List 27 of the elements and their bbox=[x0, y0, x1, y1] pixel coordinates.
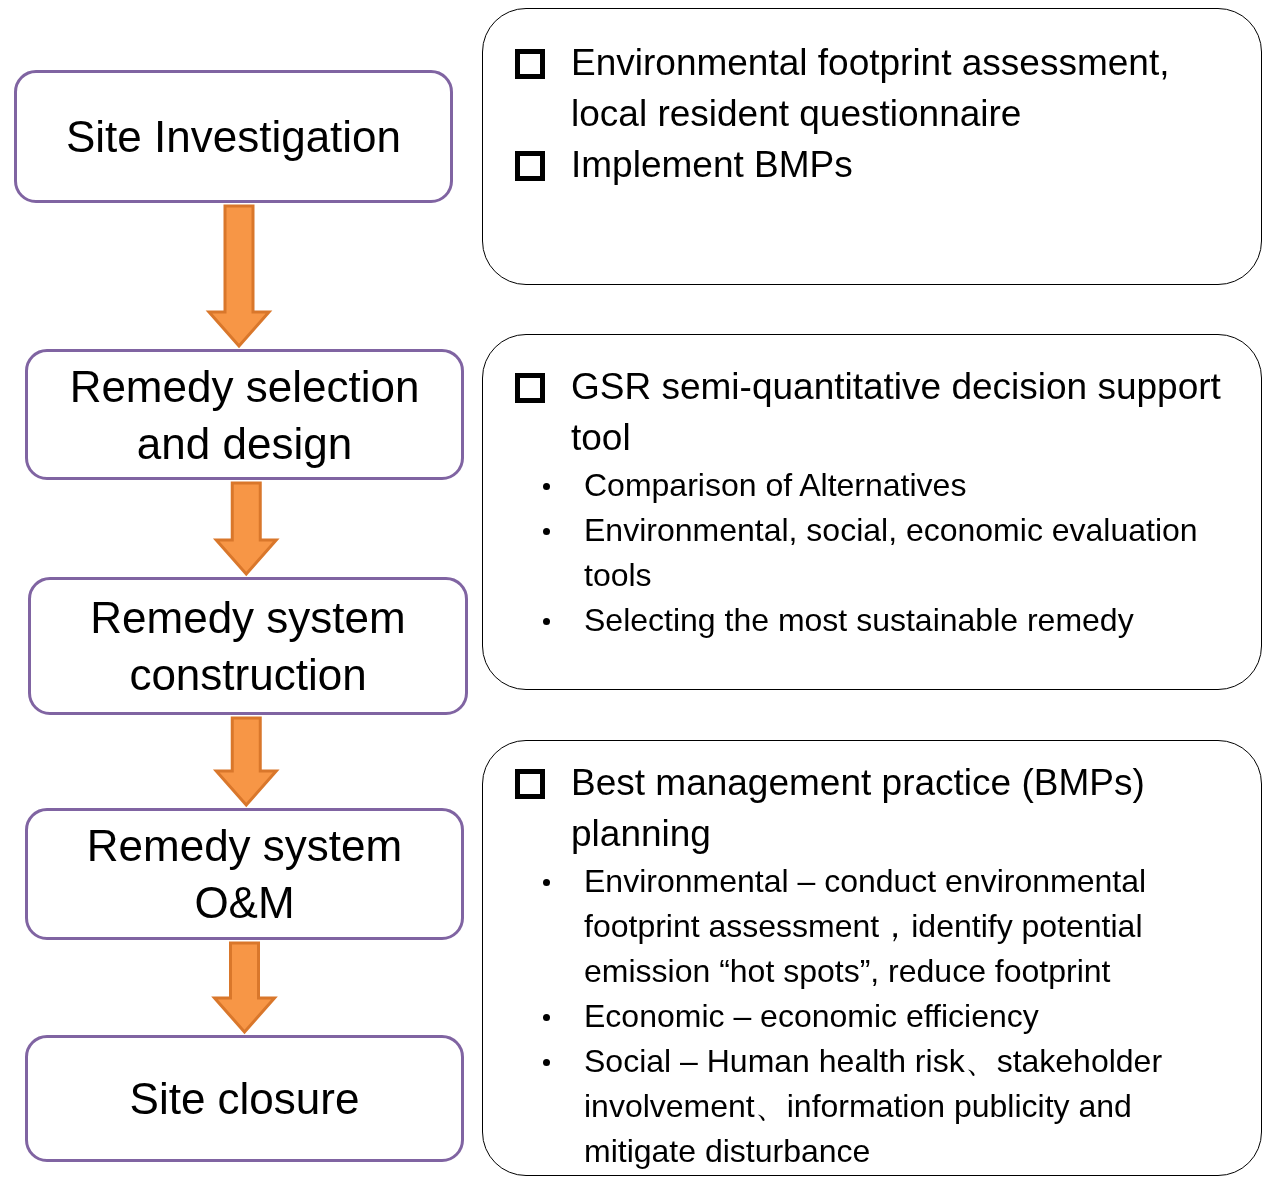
note-box bbox=[482, 8, 1262, 285]
step-label: Remedy selection and design bbox=[68, 360, 421, 470]
process-box bbox=[25, 1035, 464, 1162]
process-box bbox=[25, 808, 464, 940]
bullet-text: Environmental, social, economic evaluation tools bbox=[584, 511, 1199, 595]
process-box bbox=[28, 577, 468, 715]
process-box bbox=[14, 70, 453, 203]
step-label: Remedy system O&M bbox=[85, 820, 404, 929]
note-heading: Implement BMPs bbox=[571, 143, 853, 187]
note-heading: Best management practice (BMPs) planning bbox=[571, 761, 1146, 856]
block-arrow bbox=[211, 941, 278, 1035]
bullet-text: Economic – economic efficiency bbox=[584, 997, 1039, 1036]
bullet-text: Selecting the most sustainable remedy bbox=[584, 601, 1134, 640]
step-label: Remedy system construction bbox=[89, 592, 407, 701]
note-box bbox=[482, 334, 1262, 690]
step-label: Site Investigation bbox=[65, 111, 402, 163]
bullet-text: Social – Human health risk、stakeholder involvement、information publicity and mitigate disturbance bbox=[584, 1042, 1164, 1171]
note-heading: GSR semi-quantitative decision support tool bbox=[571, 365, 1222, 460]
bullet-text: Comparison of Alternatives bbox=[584, 466, 967, 505]
step-label: Site closure bbox=[129, 1073, 360, 1125]
block-arrow bbox=[205, 204, 273, 349]
note-heading: Environmental footprint assessment, local resident questionnaire bbox=[571, 41, 1171, 136]
bullet-text: Environmental – conduct environmental footprint assessment，identify potential emission “hot spots”, reduce footprint bbox=[584, 862, 1148, 991]
block-arrow bbox=[212, 716, 280, 808]
block-arrow bbox=[212, 481, 280, 577]
note-box bbox=[482, 740, 1262, 1176]
process-box bbox=[25, 349, 464, 480]
